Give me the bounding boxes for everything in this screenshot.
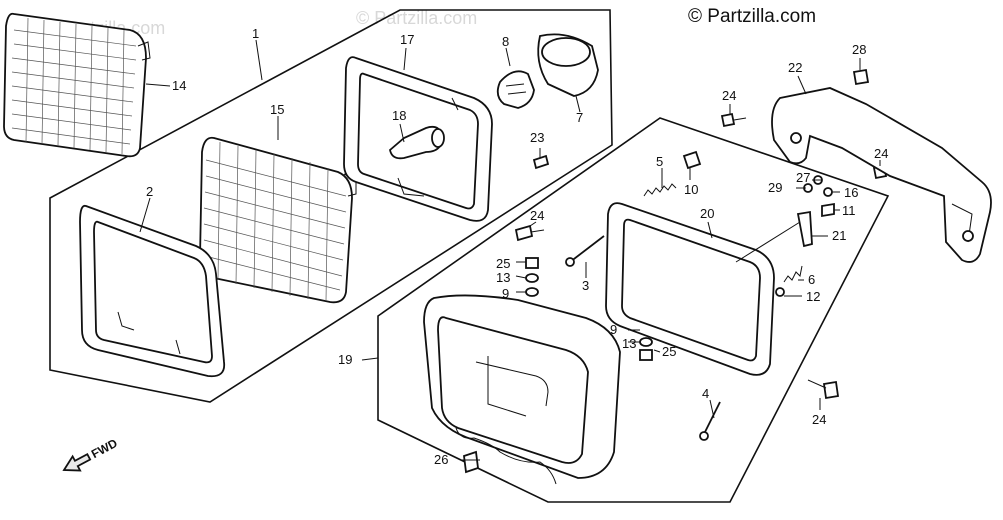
callout-9b: 9	[610, 322, 617, 337]
part-23-screw[interactable]	[532, 148, 550, 170]
part-14-lens[interactable]	[3, 12, 151, 158]
callout-4: 4	[702, 386, 709, 401]
callout-23: 23	[530, 130, 544, 145]
watermark-2: © Partzilla.com	[356, 8, 477, 28]
callout-10: 10	[684, 182, 698, 197]
part-8-socket[interactable]	[496, 70, 535, 109]
callout-22: 22	[788, 60, 802, 75]
callout-16: 16	[844, 185, 858, 200]
callout-17: 17	[400, 32, 414, 47]
callout-2: 2	[146, 184, 153, 199]
callout-11: 11	[842, 203, 856, 218]
part-20-adjusting-ring[interactable]	[605, 202, 775, 376]
callout-25a: 25	[496, 256, 510, 271]
callout-13a: 13	[496, 270, 510, 285]
callout-24c: 24	[874, 146, 888, 161]
forward-label: FWD	[89, 436, 120, 461]
part-18-bulb[interactable]	[389, 125, 445, 160]
part-4-bolt[interactable]	[699, 401, 721, 441]
callout-25b: 25	[662, 344, 676, 359]
part-24-bolt-d[interactable]	[807, 379, 840, 400]
part-5-spring[interactable]	[643, 183, 677, 197]
callout-6: 6	[808, 272, 815, 287]
part-10-nut[interactable]	[682, 150, 702, 170]
callout-29: 29	[768, 180, 782, 195]
part-28-nut[interactable]	[852, 68, 870, 86]
part-3-screw[interactable]	[565, 235, 605, 267]
callout-13b: 13	[622, 336, 636, 351]
callout-24d: 24	[812, 412, 826, 427]
callout-8: 8	[502, 34, 509, 49]
callout-7: 7	[576, 110, 583, 125]
part-6-screw[interactable]	[775, 265, 803, 297]
part-25-13-9-stack-left[interactable]	[525, 257, 539, 297]
part-24-bolt-a[interactable]	[514, 224, 545, 242]
forward-direction-arrow: FWD	[62, 436, 120, 472]
callout-15: 15	[270, 102, 284, 117]
callout-27: 27	[796, 170, 810, 185]
callout-1: 1	[252, 26, 259, 41]
part-15-headlight-unit[interactable]	[199, 136, 357, 304]
callout-9a: 9	[502, 286, 509, 301]
callout-28: 28	[852, 42, 866, 57]
assembly-1-boundary	[49, 9, 613, 403]
callout-14: 14	[172, 78, 186, 93]
part-19-case[interactable]	[423, 294, 621, 485]
callout-20: 20	[700, 206, 714, 221]
part-24-bolt-b[interactable]	[720, 112, 747, 128]
callout-21: 21	[832, 228, 846, 243]
part-21-bracket[interactable]	[796, 210, 813, 248]
callout-12: 12	[806, 289, 820, 304]
part-26-screw[interactable]	[463, 450, 479, 474]
copyright-text: © Partzilla.com	[688, 6, 817, 27]
part-2-rim[interactable]	[79, 204, 226, 378]
callout-3: 3	[582, 278, 589, 293]
callout-24b: 24	[722, 88, 736, 103]
callout-19: 19	[338, 352, 352, 367]
callout-26: 26	[434, 452, 448, 467]
part-22-stay[interactable]	[771, 87, 992, 263]
assembly-19-boundary	[377, 117, 890, 503]
part-7-cover[interactable]	[537, 33, 599, 97]
callout-5: 5	[656, 154, 663, 169]
callout-24a: 24	[530, 208, 544, 223]
callout-18: 18	[392, 108, 406, 123]
